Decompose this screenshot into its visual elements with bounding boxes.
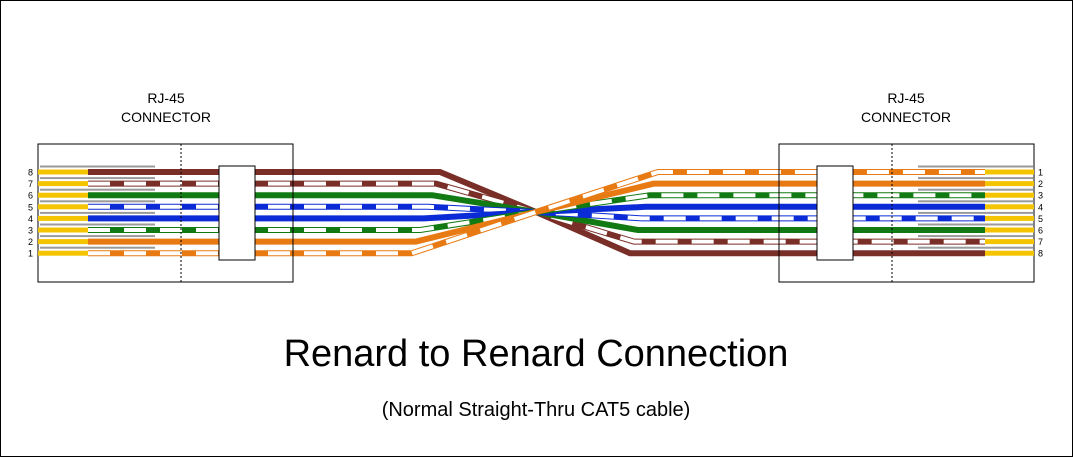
right-connector: 12 34 5 67 8 RJ-45 CONNECTOR: [778, 90, 1043, 283]
pin-number: 5: [1038, 214, 1043, 224]
contact-pad: [38, 239, 88, 245]
left-connector-label-line2: CONNECTOR: [121, 109, 211, 125]
contact-bar: [918, 200, 1033, 203]
contact-bar: [918, 211, 1033, 214]
contact-pad: [38, 215, 88, 221]
right-connector-label-line1: RJ-45: [887, 90, 925, 106]
contact-bar: [40, 177, 155, 180]
contact-bar: [918, 235, 1033, 238]
pin-number: 4: [1038, 202, 1043, 212]
contact-pad: [985, 227, 1034, 233]
contact-pad: [985, 192, 1034, 198]
left-connector-body: [37, 143, 294, 283]
pin-number: 8: [28, 168, 33, 178]
diagram-title: Renard to Renard Connection: [284, 333, 789, 375]
contact-pad: [985, 181, 1034, 187]
contact-pad: [38, 204, 88, 210]
contact-bar: [918, 188, 1033, 191]
pin-number: 7: [1038, 237, 1043, 247]
pin-number: 3: [28, 226, 33, 236]
contact-bar: [40, 165, 155, 168]
contact-pad: [38, 192, 88, 198]
pin-number: 8: [1038, 249, 1043, 259]
pin-number: 3: [1038, 191, 1043, 201]
left-cable-clamp: [218, 165, 256, 261]
pin-number: 1: [28, 249, 33, 259]
contact-pad: [985, 250, 1034, 256]
contact-pad: [38, 227, 88, 233]
contact-bar: [918, 223, 1033, 226]
left-pin-numbers: 87 65 4 32 1: [28, 168, 33, 259]
contact-pad: [985, 215, 1034, 221]
contact-bar: [40, 200, 155, 203]
contact-bar: [40, 235, 155, 238]
left-connector-label-line1: RJ-45: [147, 90, 185, 106]
right-connector-label-line2: CONNECTOR: [861, 109, 951, 125]
contact-bar: [918, 177, 1033, 180]
contact-pad: [38, 250, 88, 256]
left-contacts: [38, 165, 155, 256]
contact-bar: [40, 246, 155, 249]
contact-bar: [40, 188, 155, 191]
cable-wires: [88, 169, 985, 257]
contact-bar: [918, 246, 1033, 249]
pin-number: 4: [28, 214, 33, 224]
contact-pad: [985, 204, 1034, 210]
pin-number: 2: [28, 237, 33, 247]
right-contacts: [918, 165, 1034, 256]
pin-number: 2: [1038, 179, 1043, 189]
wire-stripe-pin-1: [88, 170, 985, 256]
right-cable-clamp: [816, 165, 854, 261]
pin-number: 7: [28, 179, 33, 189]
contact-pad: [985, 169, 1034, 175]
contact-pad: [985, 239, 1034, 245]
contact-pad: [38, 169, 88, 175]
contact-bar: [40, 211, 155, 214]
pin-number: 6: [1038, 226, 1043, 236]
right-pin-numbers: 12 34 5 67 8: [1038, 168, 1043, 259]
contact-bar: [40, 223, 155, 226]
right-connector-body: [778, 143, 1035, 283]
pin-number: 1: [1038, 168, 1043, 178]
contact-pad: [38, 181, 88, 187]
left-connector: 87 65 4 32 1 RJ-45 CONNECTOR: [28, 90, 294, 283]
diagram-subtitle: (Normal Straight-Thru CAT5 cable): [382, 399, 691, 421]
contact-bar: [918, 165, 1033, 168]
pin-number: 5: [28, 202, 33, 212]
pin-number: 6: [28, 191, 33, 201]
